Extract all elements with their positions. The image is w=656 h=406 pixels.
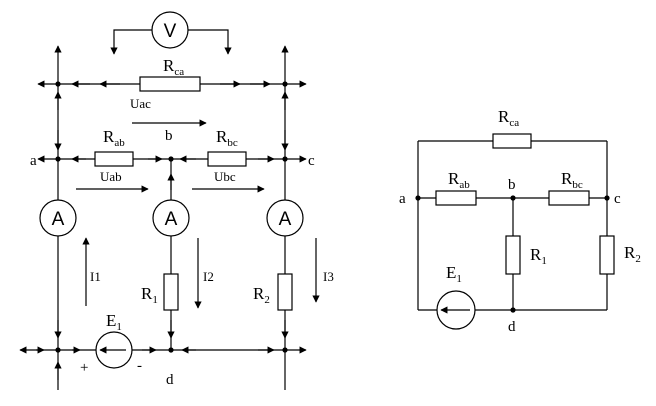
current-indicators: I1 I2 I3: [82, 237, 334, 309]
voltmeter: V: [110, 11, 232, 55]
label-e1: E1: [106, 311, 122, 333]
measurement-circuit: V Rca A: [19, 11, 334, 390]
node-a-right: a: [399, 191, 406, 207]
schematic-resistor-r-ab: [435, 190, 477, 206]
label-r-bc: Rbc: [216, 127, 238, 149]
ammeter-3-symbol: A: [279, 209, 292, 230]
schematic-resistor-r-1: [505, 235, 521, 275]
ammeter-3: [266, 199, 304, 237]
resistor-r-ab: [94, 151, 134, 167]
node-b-right: b: [508, 177, 516, 193]
schematic-resistor-r-bc: [548, 190, 590, 206]
label-i2: I2: [203, 269, 214, 284]
resistor-r-bc: [207, 151, 247, 167]
label-i3: I3: [323, 269, 334, 284]
label-u-ac: Uac: [130, 96, 151, 111]
right-branch: A R2: [253, 45, 304, 390]
label-i1: I1: [90, 269, 101, 284]
node-c-right: c: [614, 191, 621, 207]
node-d-right: d: [508, 319, 516, 335]
ammeter-2-symbol: A: [165, 209, 178, 230]
node-dots: [55, 81, 288, 353]
label-r-2: R2: [253, 284, 270, 306]
schematic-label-r-ca: Rca: [498, 107, 519, 129]
middle-rail: Rab Rbc: [37, 127, 307, 167]
bottom-rail: E1 + -: [19, 311, 307, 376]
schematic-label-r-ab: Rab: [448, 169, 470, 191]
label-r-1: R1: [141, 284, 158, 306]
schematic-circuit: Rca Rab Rbc R1 R2 E1 a b c d: [399, 107, 641, 335]
schematic-label-r-bc: Rbc: [561, 169, 583, 191]
label-r-ca: Rca: [163, 56, 184, 78]
label-r-ab: Rab: [103, 127, 125, 149]
voltage-indicators: Uac Uab Ubc: [76, 96, 265, 193]
ammeter-1-symbol: A: [52, 209, 65, 230]
voltmeter-symbol: V: [164, 21, 177, 42]
middle-branch: A R1: [141, 159, 190, 350]
node-a-left: a: [30, 153, 37, 169]
node-d-left: d: [166, 372, 174, 388]
resistor-r-1: [163, 273, 179, 311]
node-b-left: b: [165, 128, 173, 144]
label-u-bc: Ubc: [214, 169, 236, 184]
resistor-r-ca: [139, 76, 201, 92]
top-rail: Rca: [37, 56, 307, 92]
node-c-left: c: [308, 153, 315, 169]
schematic-resistor-r-ca: [492, 133, 532, 149]
label-u-ab: Uab: [100, 169, 122, 184]
resistor-r-2: [277, 273, 293, 311]
left-branch: A: [39, 45, 77, 390]
source-minus: -: [137, 358, 142, 374]
ammeter-1: [39, 199, 77, 237]
schematic-resistor-r-2: [599, 235, 615, 275]
voltmeter-lead-left: [110, 29, 152, 55]
voltmeter-lead-right: [188, 29, 232, 55]
source-plus: +: [80, 360, 88, 376]
ammeter-2: [152, 199, 190, 237]
schematic-label-r-1: R1: [530, 245, 547, 267]
schematic-label-r-2: R2: [624, 243, 641, 265]
schematic-label-e1: E1: [446, 263, 462, 285]
